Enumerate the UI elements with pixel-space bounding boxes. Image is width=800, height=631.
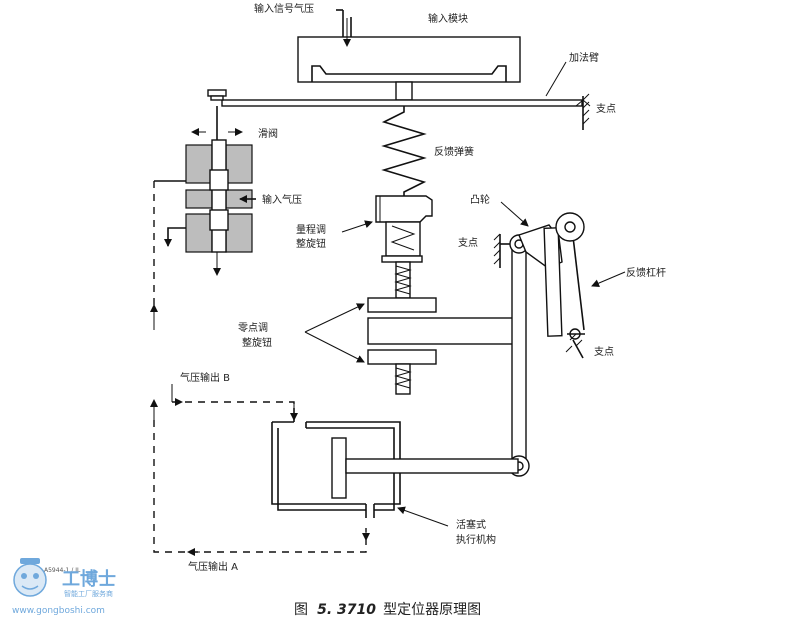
pivot-lever: [565, 333, 585, 359]
zero-knob-pointers: [304, 220, 373, 363]
label-span-knob-1: 量程调: [296, 224, 326, 236]
slide-valve: [185, 89, 253, 276]
zero-assembly: [367, 297, 521, 395]
input-signal-pipe: [336, 9, 352, 47]
piston-actuator: [271, 408, 519, 518]
label-pivot-cam: 支点: [458, 237, 478, 249]
label-input-module: 输入模块: [428, 12, 468, 25]
caption-prefix: 图: [294, 602, 308, 618]
figure-caption: 图 5. 3710 型定位器原理图: [294, 599, 481, 618]
input-module: [297, 36, 521, 83]
label-input-air-pressure: 输入气压: [262, 193, 302, 206]
watermark-logo: [13, 558, 47, 597]
air-lines-dashed: [150, 181, 370, 556]
label-actuator-1: 活塞式: [456, 518, 486, 531]
watermark-url: www.gongboshi.com: [12, 606, 105, 616]
label-slide-valve: 滑阀: [258, 127, 278, 140]
label-zero-knob-1: 零点调: [238, 322, 268, 334]
cam-linkage: [500, 201, 626, 477]
pivot-cam: [493, 233, 510, 268]
label-input-signal-pressure: 输入信号气压: [254, 2, 314, 15]
label-actuator-2: 执行机构: [456, 533, 496, 546]
label-span-knob-2: 整旋钮: [296, 237, 326, 250]
label-pivot-top: 支点: [596, 103, 616, 115]
watermark-brand: 工博士: [62, 568, 116, 590]
module-connector: [395, 81, 413, 101]
actuator-pointer: [397, 506, 449, 527]
label-summing-arm: 加法臂: [569, 51, 599, 64]
label-zero-knob-2: 整旋钮: [242, 336, 272, 349]
caption-title: 型定位器原理图: [383, 602, 481, 618]
pivot-top: [575, 93, 591, 130]
feedback-spring: [381, 106, 427, 200]
summing-arm: [221, 61, 583, 107]
label-feedback-lever: 反馈杠杆: [626, 266, 666, 279]
span-knob: [375, 195, 433, 299]
label-feedback-spring: 反馈弹簧: [434, 145, 474, 158]
watermark-tagline: 智能工厂服务商: [64, 589, 113, 598]
caption-number: 5. 3710: [317, 602, 376, 618]
label-output-b: 气压输出 B: [180, 371, 230, 384]
label-figure-code: A5944-1 / IL: [44, 567, 81, 574]
label-pivot-lever: 支点: [594, 346, 614, 358]
label-output-a: 气压输出 A: [188, 560, 238, 573]
label-cam: 凸轮: [470, 193, 490, 206]
valve-ports: [154, 180, 256, 247]
